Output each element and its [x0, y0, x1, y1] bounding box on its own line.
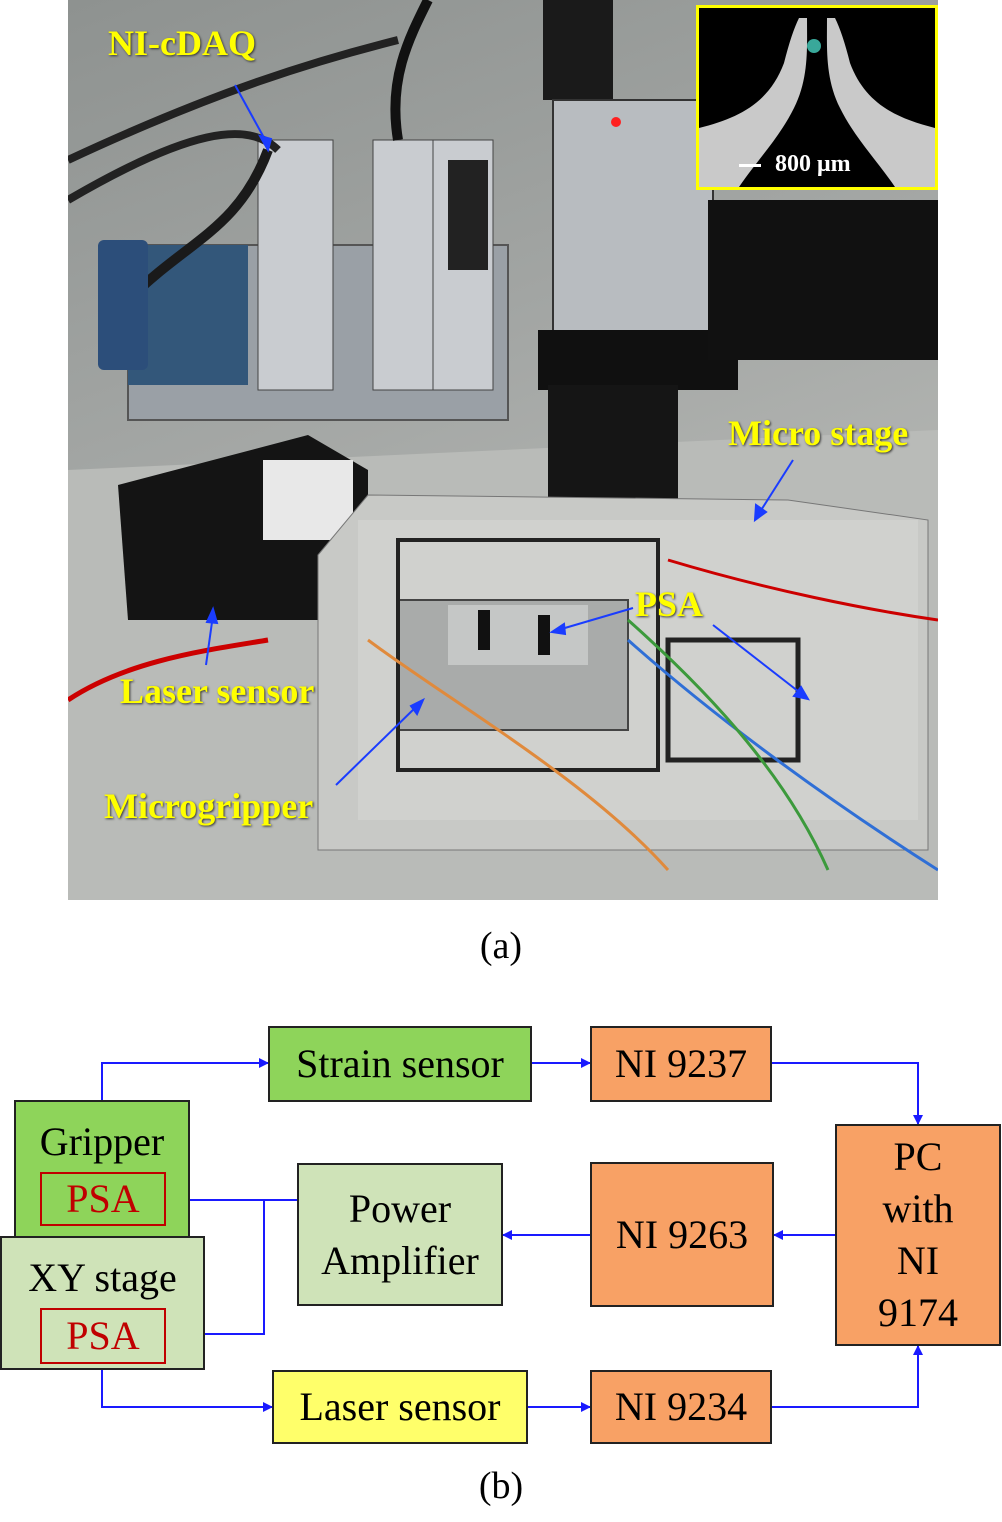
power-amplifier-box: Power Amplifier — [297, 1163, 503, 1306]
callout-laser-sensor: Laser sensor — [120, 671, 315, 711]
callout-micro-stage: Micro stage — [728, 413, 909, 453]
photo-illustration — [68, 0, 938, 900]
power-amplifier-label-line1: Power — [348, 1185, 452, 1231]
scale-bar-label: 800 μm — [775, 151, 851, 177]
strain-sensor-label: Strain sensor — [296, 1041, 504, 1086]
pc-label-line3: NI — [896, 1238, 940, 1283]
xy-stage-psa-box: PSA — [40, 1308, 166, 1364]
callout-psa: PSA — [635, 584, 704, 624]
gripper-box: Gripper PSA — [14, 1100, 190, 1240]
scale-bar: 800 μm — [739, 151, 851, 178]
ni-9263-box: NI 9263 — [590, 1162, 774, 1307]
caption-b: (b) — [478, 1465, 524, 1507]
pc-box: PC with NI 9174 — [835, 1124, 1001, 1346]
experimental-setup-photo: NI-cDAQ Micro stage PSA Laser sensor Mic… — [68, 0, 938, 900]
ni-9237-label: NI 9237 — [614, 1041, 748, 1086]
laser-sensor-label: Laser sensor — [299, 1384, 501, 1429]
pc-label-line2: with — [882, 1186, 954, 1231]
ni-9234-box: NI 9234 — [590, 1370, 772, 1444]
microscope-inset: 800 μm — [696, 5, 938, 190]
laser-sensor-box: Laser sensor — [272, 1370, 528, 1444]
gripper-tips-image — [699, 18, 935, 187]
pc-label-line1: PC — [893, 1134, 943, 1179]
gripper-label: Gripper — [39, 1119, 165, 1164]
ni-9237-box: NI 9237 — [590, 1026, 772, 1102]
xy-stage-box: XY stage PSA — [0, 1236, 205, 1370]
xy-stage-label: XY stage — [28, 1255, 177, 1300]
caption-a: (a) — [479, 925, 523, 967]
strain-sensor-box: Strain sensor — [268, 1026, 532, 1102]
callout-microgripper: Microgripper — [104, 786, 314, 826]
pc-label-line4: 9174 — [878, 1290, 958, 1335]
ni-9234-label: NI 9234 — [614, 1384, 748, 1429]
gripper-psa-box: PSA — [40, 1172, 166, 1226]
callout-ni-cdaq: NI-cDAQ — [108, 23, 256, 63]
ni-9263-label: NI 9263 — [615, 1211, 749, 1257]
power-amplifier-label-line2: Amplifier — [321, 1237, 479, 1283]
